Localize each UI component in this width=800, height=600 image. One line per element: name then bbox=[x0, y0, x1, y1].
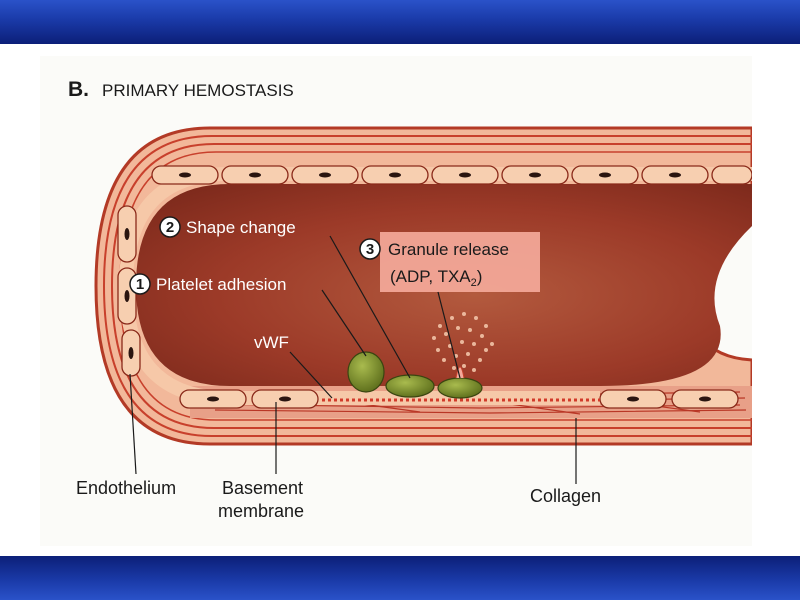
step-3-circle bbox=[359, 238, 381, 260]
figure-title: PRIMARY HEMOSTASIS bbox=[102, 81, 294, 100]
step-2-number: 2 bbox=[166, 219, 174, 236]
endothelial-nuclei-left bbox=[124, 228, 134, 359]
vessel-stripe-outer-2 bbox=[110, 143, 752, 429]
step-2-circle bbox=[159, 216, 181, 238]
platelet-shape-change bbox=[385, 374, 435, 398]
leader-lines bbox=[129, 235, 577, 484]
vwf-label: vWF bbox=[254, 333, 289, 352]
step-3-label-line2: (ADP, TXA2) bbox=[390, 267, 482, 289]
platelet-granule-release bbox=[437, 377, 483, 399]
platelet-adhering bbox=[347, 351, 385, 393]
top-banner bbox=[0, 0, 800, 44]
step-3-number: 3 bbox=[366, 241, 374, 258]
granule-release-spray bbox=[432, 312, 494, 380]
endothelial-nuclei-top bbox=[179, 172, 681, 178]
step-1-circle bbox=[129, 273, 151, 295]
endothelial-cells-top bbox=[151, 165, 752, 185]
endothelium-label: Endothelium bbox=[76, 478, 176, 498]
step-3-label-line1: Granule release bbox=[388, 240, 509, 259]
figure-title-letter: B. bbox=[68, 78, 89, 101]
basement-membrane-label-line2: membrane bbox=[218, 501, 304, 521]
bottom-banner bbox=[0, 556, 800, 600]
basement-membrane-label-line1: Basement bbox=[222, 478, 303, 498]
step-1-label: Platelet adhesion bbox=[156, 275, 286, 294]
collagen-label: Collagen bbox=[530, 486, 601, 506]
hemostasis-diagram: B. PRIMARY HEMOSTASIS 2 Shape change 1 P… bbox=[68, 78, 752, 521]
vessel-stripe-outer-1 bbox=[102, 135, 752, 437]
step-3-box bbox=[380, 232, 540, 292]
step-1-number: 1 bbox=[136, 276, 144, 293]
step-2-label: Shape change bbox=[186, 218, 296, 237]
hemostasis-figure: B. PRIMARY HEMOSTASIS 2 Shape change 1 P… bbox=[40, 56, 752, 546]
endothelial-nuclei-bottom bbox=[207, 396, 711, 402]
